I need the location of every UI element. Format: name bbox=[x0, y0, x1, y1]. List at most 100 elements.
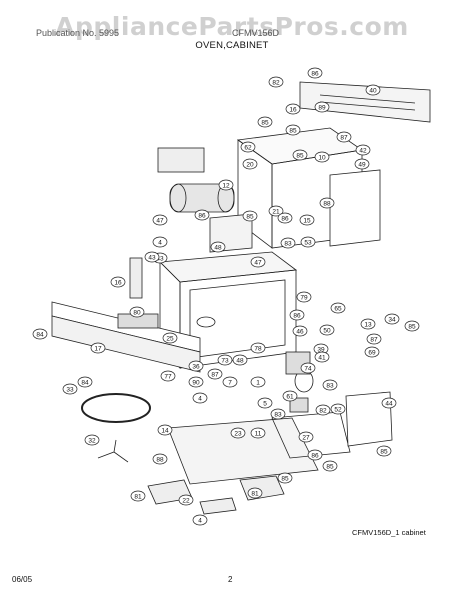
callout-label: 87 bbox=[340, 134, 348, 141]
callout-bubble bbox=[257, 116, 273, 128]
callout-bubble bbox=[277, 212, 293, 224]
callout-bubble bbox=[84, 434, 100, 446]
callout-bubble bbox=[218, 179, 234, 191]
callout-label: 27 bbox=[302, 434, 310, 441]
callout-label: 12 bbox=[222, 182, 230, 189]
callout-label: 7 bbox=[228, 379, 232, 386]
callout-bubble bbox=[330, 302, 346, 314]
callout-bubble bbox=[157, 424, 173, 436]
callout-label: 44 bbox=[385, 400, 393, 407]
callout-bubble bbox=[188, 360, 204, 372]
callout-bubble bbox=[292, 149, 308, 161]
callout-label: 84 bbox=[36, 331, 44, 338]
base-plate bbox=[167, 351, 393, 485]
callout-label: 84 bbox=[81, 379, 89, 386]
callout-label: 4 bbox=[198, 517, 202, 524]
callout-bubble bbox=[314, 151, 330, 163]
callout-bubble bbox=[230, 427, 246, 439]
callout-bubble bbox=[404, 320, 420, 332]
callout-bubble bbox=[319, 197, 335, 209]
callout-bubble bbox=[285, 103, 301, 115]
callout-bubble bbox=[32, 328, 48, 340]
callout-label: 50 bbox=[323, 327, 331, 334]
callout-bubble bbox=[250, 427, 266, 439]
front-grille bbox=[51, 301, 201, 373]
bottom-vent-panels bbox=[147, 475, 285, 515]
callout-label: 62 bbox=[244, 144, 252, 151]
callout-label: 1 bbox=[256, 379, 260, 386]
callout-label: 85 bbox=[246, 213, 254, 220]
turntable bbox=[81, 393, 151, 463]
callout-bubble bbox=[192, 392, 208, 404]
callout-label: 78 bbox=[254, 345, 262, 352]
callout-label: 34 bbox=[388, 316, 396, 323]
footer-date: 06/05 bbox=[12, 575, 33, 584]
callout-bubble bbox=[285, 124, 301, 136]
callout-bubble bbox=[152, 214, 168, 226]
callout-label: 42 bbox=[359, 147, 367, 154]
callout-bubble bbox=[307, 449, 323, 461]
callout-label: 87 bbox=[211, 371, 219, 378]
callout-label: 22 bbox=[182, 497, 190, 504]
callout-label: 20 bbox=[246, 161, 254, 168]
callout-bubble bbox=[355, 144, 371, 156]
callout-label: 46 bbox=[296, 328, 304, 335]
callout-label: 86 bbox=[293, 312, 301, 319]
callout-label: 85 bbox=[296, 152, 304, 159]
callout-label: 32 bbox=[88, 437, 96, 444]
callout-bubble bbox=[292, 325, 308, 337]
callout-label: 40 bbox=[369, 87, 377, 94]
callout-label: 79 bbox=[300, 294, 308, 301]
callout-bubble bbox=[240, 141, 256, 153]
vent-plate bbox=[299, 81, 431, 123]
callout-bubble bbox=[242, 210, 258, 222]
callout-bubble bbox=[366, 333, 382, 345]
callout-label: 65 bbox=[334, 305, 342, 312]
callout-bubble bbox=[130, 490, 146, 502]
callout-bubble bbox=[268, 76, 284, 88]
callout-label: 89 bbox=[318, 104, 326, 111]
callout-bubble bbox=[257, 397, 273, 409]
callout-bubble bbox=[300, 236, 316, 248]
callout-bubble bbox=[232, 354, 248, 366]
callout-bubble bbox=[222, 376, 238, 388]
callout-label: 48 bbox=[236, 357, 244, 364]
callout-label: 81 bbox=[251, 490, 259, 497]
diagram-id: CFMV156D_1 cabinet bbox=[352, 528, 426, 537]
callout-label: 48 bbox=[214, 244, 222, 251]
callout-bubble bbox=[194, 209, 210, 221]
callout-bubble bbox=[110, 276, 126, 288]
publication-number: Publication No. 5995 bbox=[36, 28, 120, 38]
callout-label: 21 bbox=[272, 208, 280, 215]
callout-bubble bbox=[129, 306, 145, 318]
callout-bubble bbox=[250, 256, 266, 268]
callout-bubble bbox=[77, 376, 93, 388]
callout-bubble bbox=[210, 241, 226, 253]
callout-label: 47 bbox=[156, 217, 164, 224]
callout-label: 52 bbox=[334, 406, 342, 413]
callout-label: 13 bbox=[364, 321, 372, 328]
callout-bubble bbox=[188, 376, 204, 388]
callout-bubble bbox=[336, 131, 352, 143]
callout-label: 16 bbox=[289, 106, 297, 113]
callout-bubble bbox=[314, 101, 330, 113]
callout-bubble bbox=[280, 237, 296, 249]
callout-bubble bbox=[282, 390, 298, 402]
callout-label: 61 bbox=[286, 393, 294, 400]
outer-cabinet bbox=[236, 127, 381, 249]
callout-bubble bbox=[315, 404, 331, 416]
callout-label: 69 bbox=[368, 349, 376, 356]
callout-label: 86 bbox=[198, 212, 206, 219]
callout-bubble bbox=[160, 370, 176, 382]
callout-bubble bbox=[152, 453, 168, 465]
callout-bubble bbox=[360, 318, 376, 330]
callout-label: 43 bbox=[148, 254, 156, 261]
callout-label: 82 bbox=[272, 79, 280, 86]
callout-label: 49 bbox=[358, 161, 366, 168]
callout-label: 33 bbox=[66, 386, 74, 393]
callout-bubble bbox=[314, 351, 330, 363]
callout-label: 85 bbox=[326, 463, 334, 470]
callout-label: 41 bbox=[318, 354, 326, 361]
